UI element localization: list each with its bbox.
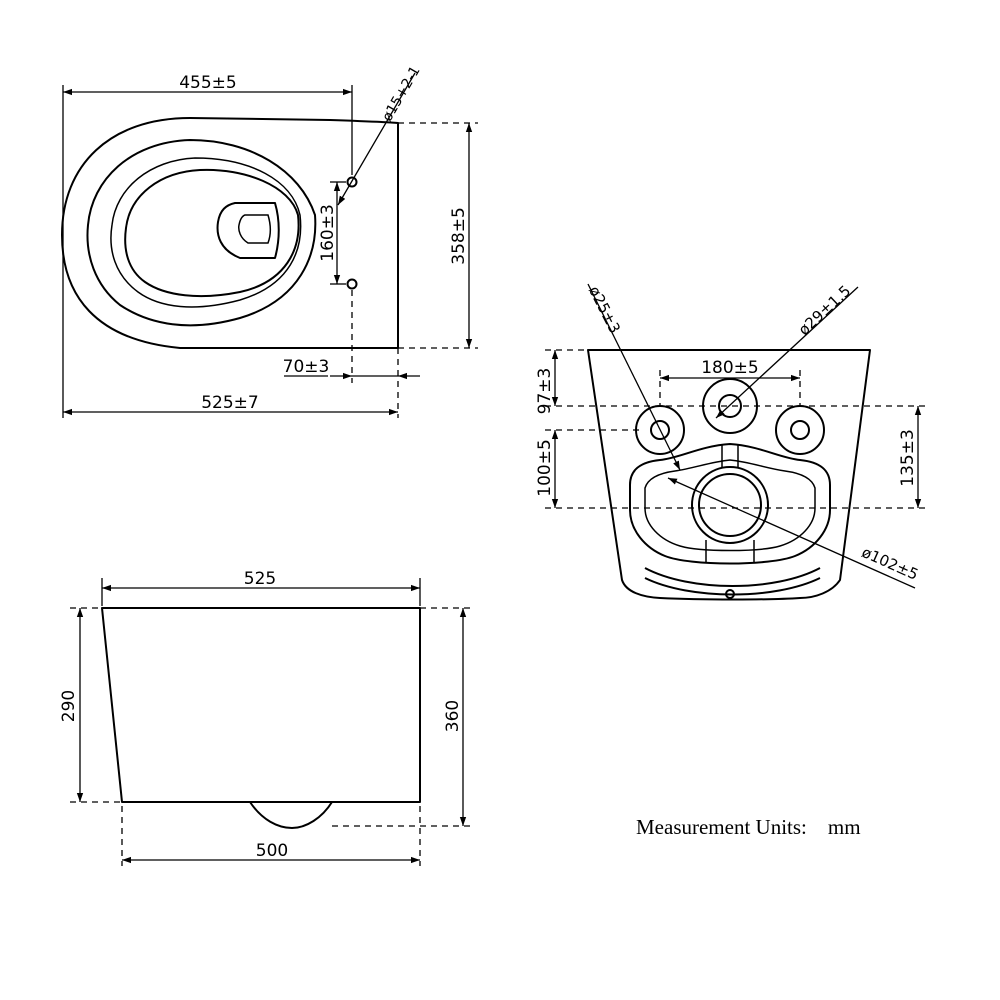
side-view: 525 290 360 500 xyxy=(59,569,470,866)
rear-view-left-hole-inner xyxy=(650,420,670,440)
dim-top-depth: 358±5 xyxy=(449,207,469,265)
dim-outlet-diameter: ø102±5 xyxy=(859,543,921,584)
top-view-rim xyxy=(86,139,317,327)
rear-view: 180±5 ø25±3 ø29±1.5 ø102±5 97±3 100±5 13… xyxy=(535,282,928,601)
rear-view-lip-hole xyxy=(725,589,735,599)
dim-rear-height-mid: 100±5 xyxy=(535,439,555,497)
rear-view-outline xyxy=(587,349,871,601)
side-view-outlet xyxy=(249,801,333,829)
top-view-hole-upper xyxy=(346,176,358,188)
dim-top-width-upper: 455±5 xyxy=(179,73,237,93)
top-view-outlet xyxy=(216,202,280,259)
dim-side-height-right: 360 xyxy=(443,700,463,732)
dim-hole-diameter: ø15+2-1 xyxy=(379,64,423,125)
dim-hole-spacing: 160±3 xyxy=(318,204,338,262)
rear-view-right-hole-inner xyxy=(790,420,810,440)
dim-inlet-diameter: ø25±3 xyxy=(585,283,624,336)
measurement-units-note: Measurement Units: mm xyxy=(636,815,861,839)
top-view-outlet-inner xyxy=(238,214,271,244)
rear-view-cavity xyxy=(629,443,831,565)
top-view-hole-lower xyxy=(346,278,358,290)
dim-side-height-left: 290 xyxy=(59,690,79,722)
side-view-outline xyxy=(101,607,421,803)
top-view: 455±5 ø15+2-1 160±3 358±5 70±3 525±7 xyxy=(61,64,478,418)
dim-rear-offset: 70±3 xyxy=(283,357,330,377)
dim-bolt-spacing: 180±5 xyxy=(701,358,759,378)
dim-side-length-top: 525 xyxy=(244,569,276,589)
rear-view-center-hole-inner xyxy=(718,394,742,418)
dim-rear-height-top: 97±3 xyxy=(535,368,555,415)
top-view-outer-outline xyxy=(61,117,399,349)
dim-top-width-overall: 525±7 xyxy=(201,393,259,413)
top-view-bowl xyxy=(124,168,300,298)
rear-view-right-hole-outer xyxy=(775,405,825,455)
rear-view-outlet-outer xyxy=(691,466,769,544)
dim-side-length-bottom: 500 xyxy=(256,841,288,861)
dim-rear-height-right: 135±3 xyxy=(898,429,918,487)
rear-view-outlet-inner xyxy=(698,473,762,537)
dim-flush-diameter: ø29±1.5 xyxy=(795,282,855,339)
top-view-inner-rim xyxy=(110,157,302,308)
